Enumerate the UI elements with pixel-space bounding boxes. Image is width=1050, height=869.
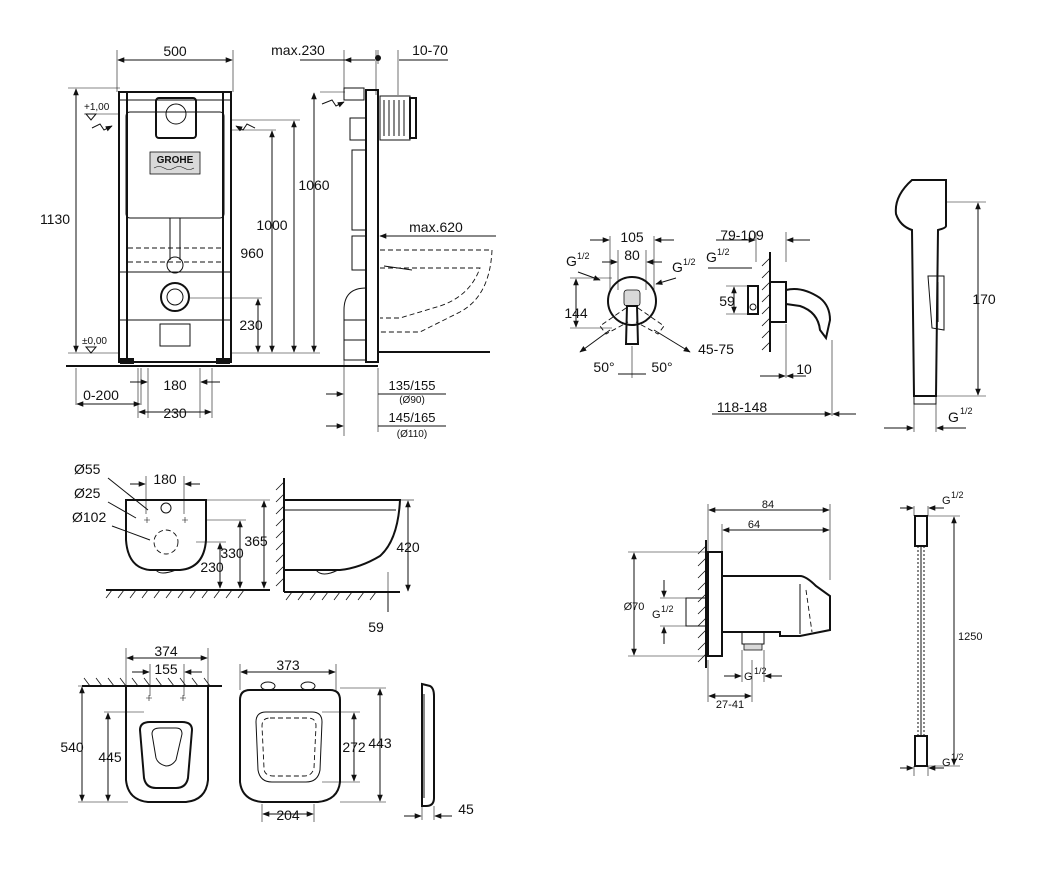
- thread-g-elbow-bottom: G: [744, 671, 753, 683]
- hygienic-shower-view: 170 G 1/2: [884, 179, 996, 432]
- dim-230-height: 230: [239, 317, 263, 333]
- dim-diameter-110: (Ø110): [397, 429, 427, 440]
- dim-180-frame: 180: [163, 377, 187, 393]
- dim-0-200: 0-200: [83, 387, 119, 403]
- dim-1250: 1250: [958, 631, 982, 643]
- dim-27-41: 27-41: [716, 699, 744, 711]
- dim-d102: Ø102: [72, 509, 106, 525]
- dim-170: 170: [972, 291, 996, 307]
- level-zero: ±0,00: [82, 336, 107, 347]
- frame-side-view: max.230 10-70 1060 max.620: [271, 42, 496, 440]
- dim-540: 540: [60, 739, 84, 755]
- dim-118-148: 118-148: [717, 399, 768, 415]
- thread-g-hose-bottom: G: [942, 757, 951, 769]
- dim-79-109: 79-109: [720, 227, 764, 243]
- dim-155: 155: [154, 661, 178, 677]
- bowl-top-view: 374 155 540 445: [60, 643, 222, 803]
- dim-445: 445: [98, 749, 122, 765]
- brand-logo: GROHE: [157, 155, 194, 166]
- dim-374: 374: [154, 643, 178, 659]
- bowl-side-view: 420 59: [275, 478, 420, 635]
- thread-half-elbow-bottom: 1/2: [754, 666, 767, 676]
- dim-max230: max.230: [271, 42, 325, 58]
- dim-330: 330: [220, 545, 244, 561]
- dim-45-75: 45-75: [698, 341, 734, 357]
- dim-diameter-90: (Ø90): [399, 395, 425, 406]
- dim-45: 45: [458, 801, 474, 817]
- dim-145-165: 145/165: [389, 410, 436, 425]
- dim-500: 500: [163, 43, 187, 59]
- dim-59: 59: [719, 293, 735, 309]
- thread-half-elbow-side: 1/2: [661, 604, 674, 614]
- thread-half-hose-bottom: 1/2: [951, 752, 964, 762]
- thread-half-right: 1/2: [683, 257, 696, 267]
- dim-272: 272: [342, 739, 366, 755]
- dim-84: 84: [762, 499, 774, 511]
- dim-d70: Ø70: [624, 601, 645, 613]
- dim-d55: Ø55: [74, 461, 101, 477]
- dim-373: 373: [276, 657, 300, 673]
- frame-front-view: 500 1130 +1,00 ±0,00 GROHE: [40, 43, 338, 421]
- thread-half-shower: 1/2: [960, 406, 973, 416]
- thread-half-left: 1/2: [577, 251, 590, 261]
- dim-960: 960: [240, 245, 264, 261]
- dim-59-bowl: 59: [368, 619, 384, 635]
- dim-443: 443: [368, 735, 392, 751]
- shower-hose-view: G 1/2 1250 G 1/2: [900, 490, 982, 776]
- thread-g-elbow-side: G: [652, 609, 661, 621]
- dim-80: 80: [624, 247, 640, 263]
- dim-d25: Ø25: [74, 485, 101, 501]
- bowl-front-view: Ø55 Ø25 Ø102 180 365 330 230: [72, 461, 270, 599]
- thread-g-side: G: [706, 249, 717, 265]
- dim-135-155: 135/155: [389, 378, 436, 393]
- thread-g-left: G: [566, 253, 577, 269]
- mixer-front-view: 105 80 G 1/2 G 1/2 144 50° 50° 45-75: [564, 229, 734, 378]
- angle-50-right: 50°: [651, 359, 672, 375]
- thread-g-hose-top: G: [942, 495, 951, 507]
- wall-elbow-view: 84 64 Ø70 G 1/2 G 1/2: [624, 499, 831, 711]
- dim-1060: 1060: [298, 177, 329, 193]
- dim-144: 144: [564, 305, 588, 321]
- dim-420: 420: [396, 539, 420, 555]
- thread-g-right: G: [672, 259, 683, 275]
- dim-1130: 1130: [40, 211, 70, 227]
- dim-230-bowl: 230: [200, 559, 224, 575]
- level-plus-1: +1,00: [84, 102, 110, 113]
- thread-g-shower: G: [948, 409, 959, 425]
- dim-365: 365: [244, 533, 268, 549]
- thread-half-side: 1/2: [717, 247, 730, 257]
- dim-10-mixer: 10: [796, 361, 812, 377]
- dim-180-bowl: 180: [153, 471, 177, 487]
- mixer-side-view: 79-109 G 1/2 59 10 118-148: [706, 227, 856, 417]
- dim-64: 64: [748, 519, 760, 531]
- dim-max620: max.620: [409, 219, 463, 235]
- dim-230-frame: 230: [163, 405, 187, 421]
- dim-105: 105: [620, 229, 644, 245]
- seat-views: 373 272 443 204 45: [239, 657, 474, 823]
- dim-10-70: 10-70: [412, 42, 448, 58]
- dim-204: 204: [276, 807, 300, 823]
- thread-half-hose-top: 1/2: [951, 490, 964, 500]
- angle-50-left: 50°: [593, 359, 614, 375]
